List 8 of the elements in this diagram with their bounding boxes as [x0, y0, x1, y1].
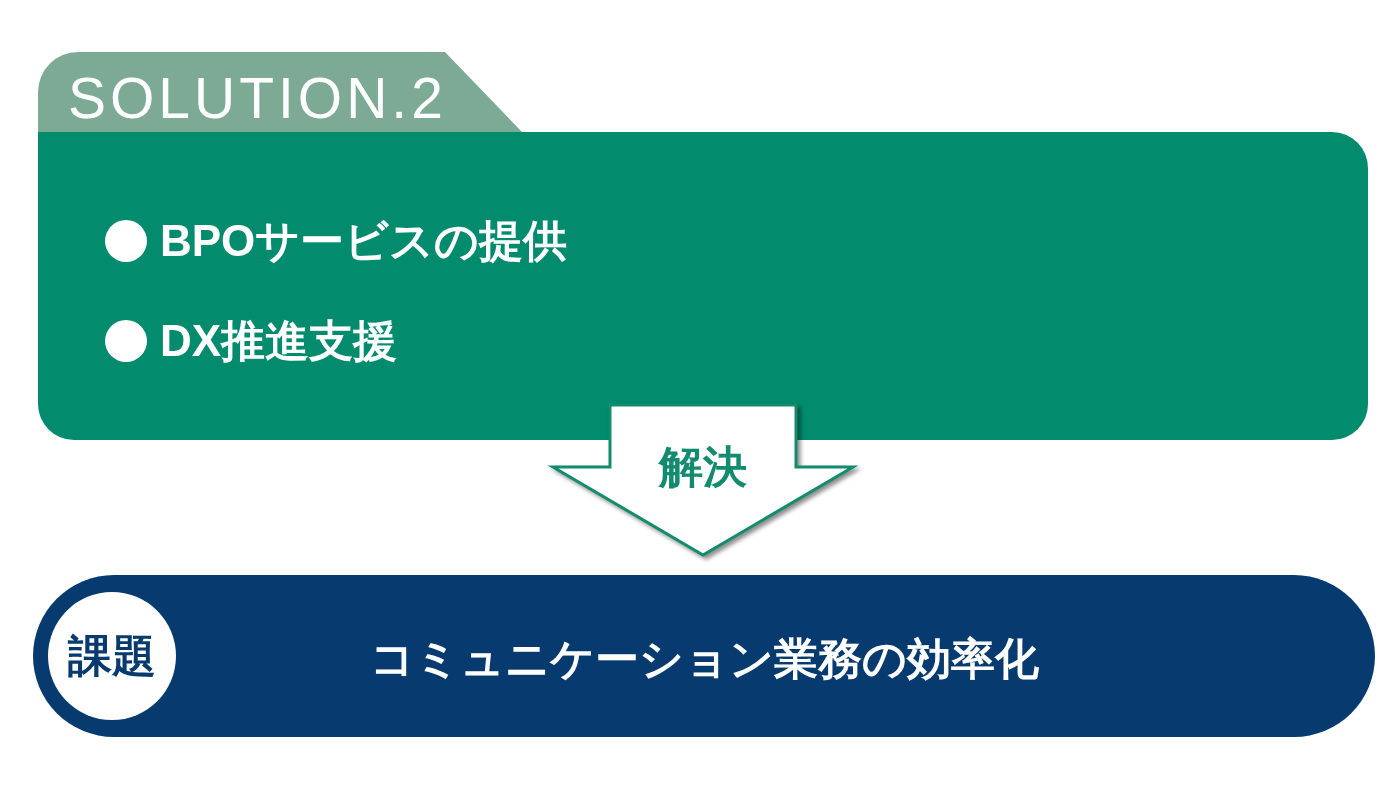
- bullet-text: DX推進支援: [160, 316, 398, 366]
- bullet-text: BPOサービスの提供: [160, 216, 568, 266]
- edge-label: 解決: [659, 441, 747, 493]
- issue-circle: 課題: [48, 592, 176, 720]
- tab-heading: SOLUTION.2: [68, 70, 447, 127]
- block-arrow: [547, 403, 859, 557]
- solution-panel: [38, 52, 1368, 440]
- issue-text: コミュニケーション業務の効率化: [369, 633, 1039, 685]
